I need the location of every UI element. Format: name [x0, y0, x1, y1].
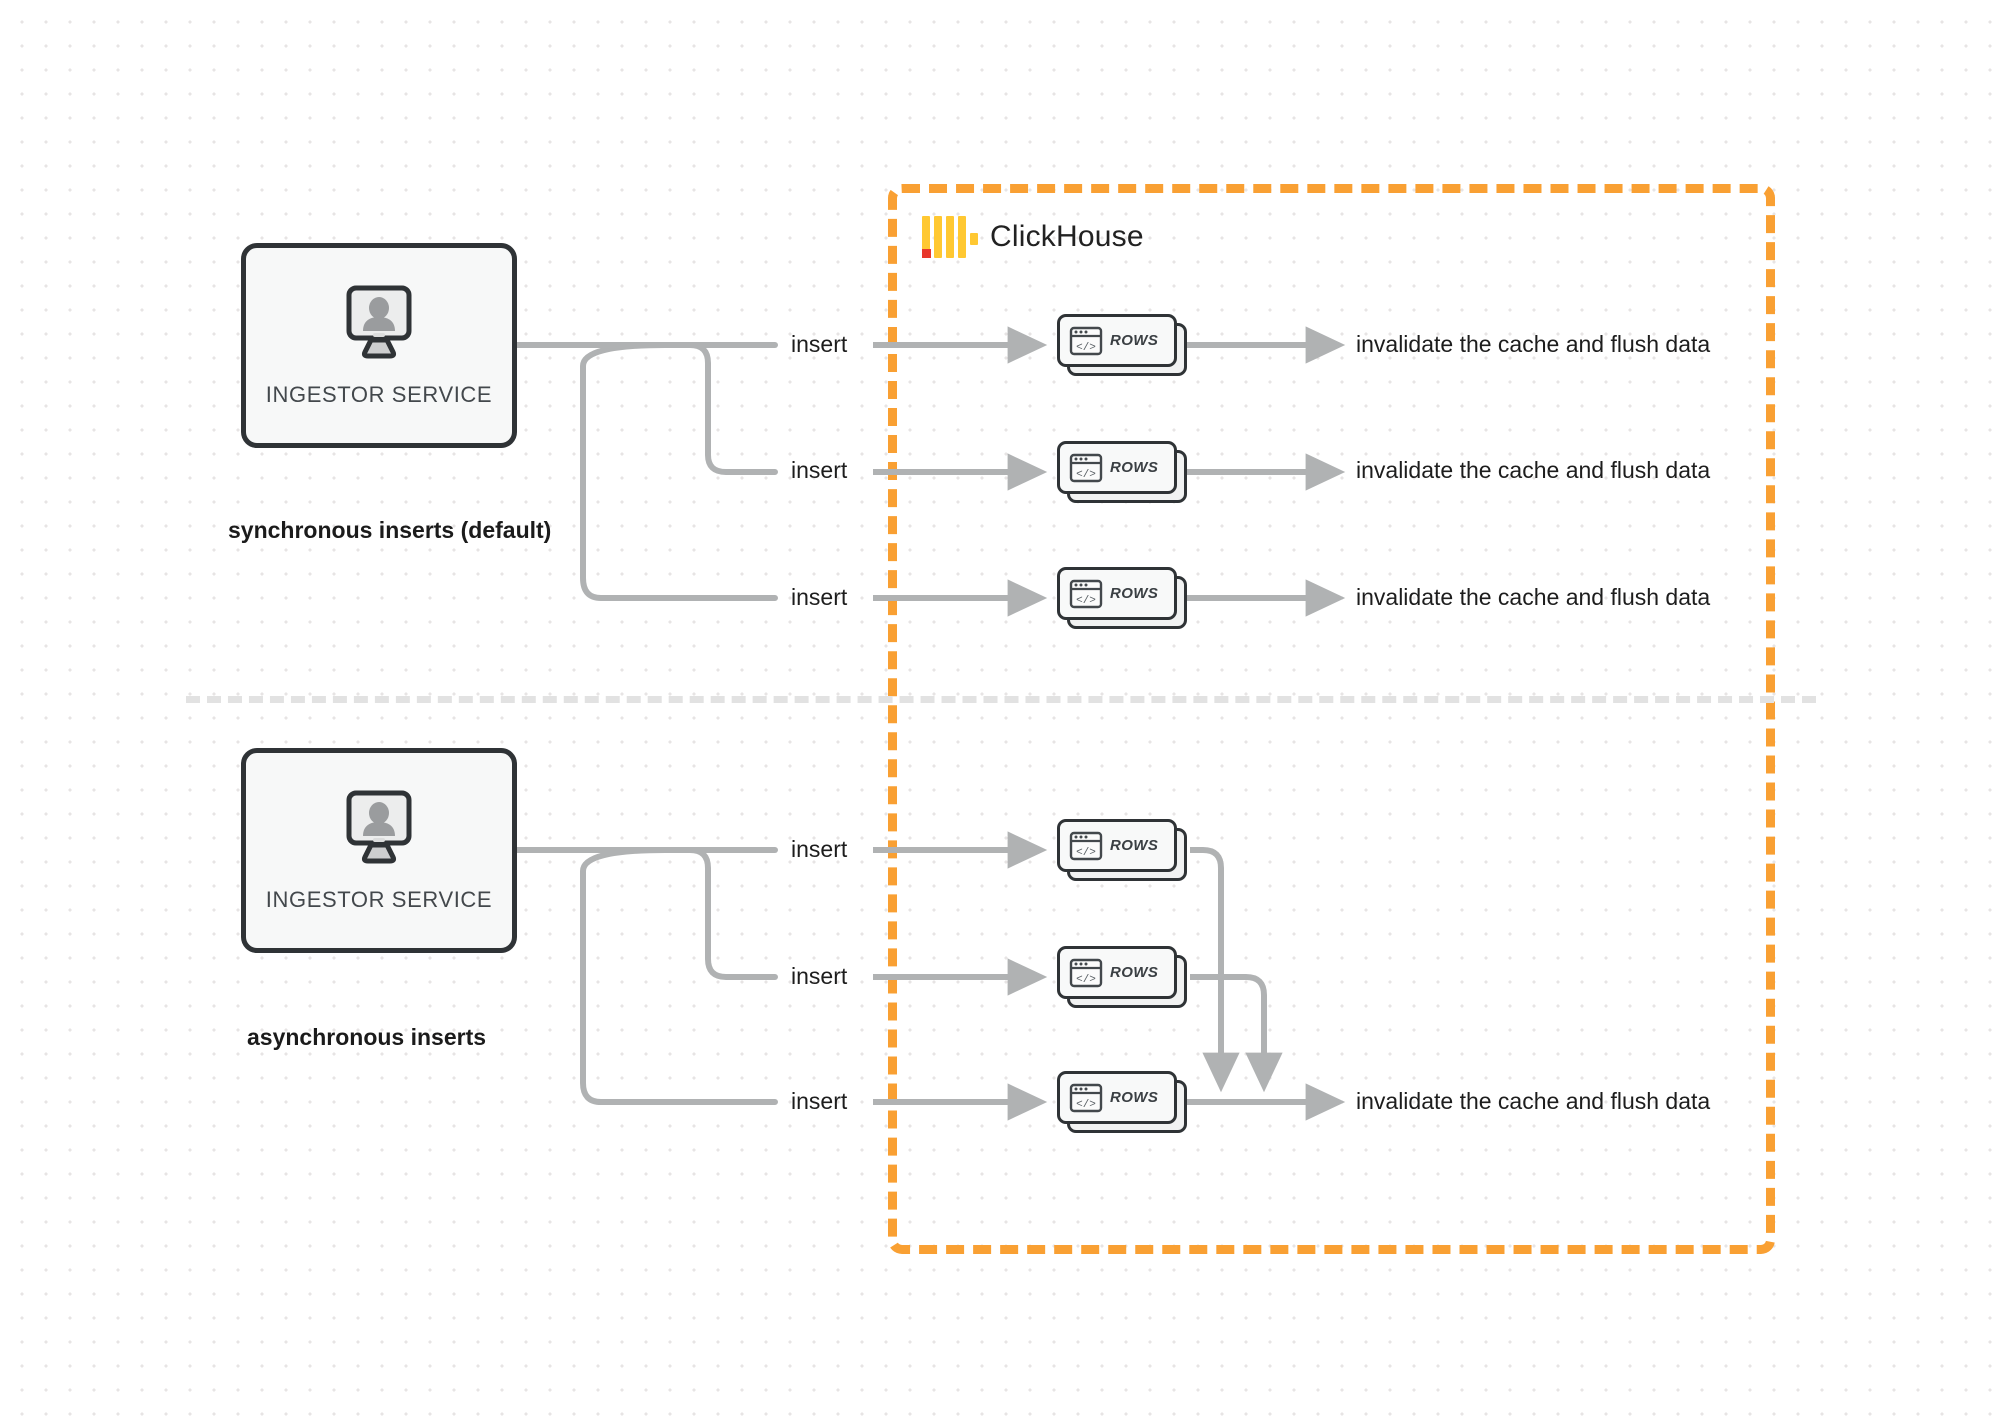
rows-node-label: ROWS: [1110, 332, 1159, 349]
svg-text:</>: </>: [1076, 469, 1096, 481]
ingestor-service-sync[interactable]: INGESTOR SERVICE: [241, 243, 517, 448]
monitor-user-icon: [327, 789, 431, 881]
svg-text:</>: </>: [1076, 342, 1096, 354]
code-window-icon: </>: [1069, 579, 1103, 608]
monitor-user-icon: [327, 284, 431, 376]
rows-node-label: ROWS: [1110, 459, 1159, 476]
rows-node-sync-2[interactable]: </> ROWS: [1057, 441, 1187, 503]
svg-text:</>: </>: [1076, 847, 1096, 859]
rows-node-async-1[interactable]: </> ROWS: [1057, 819, 1187, 881]
insert-label-sync-2: insert: [791, 457, 848, 483]
rows-node-async-2[interactable]: </> ROWS: [1057, 946, 1187, 1008]
rows-node-label: ROWS: [1110, 964, 1159, 981]
rows-node-label: ROWS: [1110, 837, 1159, 854]
caption-synchronous: synchronous inserts (default): [228, 517, 552, 543]
insert-label-async-3: insert: [791, 1088, 848, 1114]
svg-text:</>: </>: [1076, 974, 1096, 986]
result-label-async: invalidate the cache and flush data: [1356, 1088, 1711, 1114]
clickhouse-boundary: [888, 184, 1775, 1254]
code-window-icon: </>: [1069, 453, 1103, 482]
ingestor-service-async[interactable]: INGESTOR SERVICE: [241, 748, 517, 953]
ingestor-service-label: INGESTOR SERVICE: [265, 381, 493, 407]
clickhouse-label: ClickHouse: [990, 220, 1144, 253]
clickhouse-logo-group: ClickHouse: [922, 216, 1144, 258]
rows-node-async-3[interactable]: </> ROWS: [1057, 1071, 1187, 1133]
code-window-icon: </>: [1069, 1083, 1103, 1112]
svg-text:</>: </>: [1076, 595, 1096, 607]
insert-label-sync-3: insert: [791, 584, 848, 610]
caption-asynchronous: asynchronous inserts: [247, 1024, 487, 1050]
rows-node-sync-3[interactable]: </> ROWS: [1057, 567, 1187, 629]
rows-node-label: ROWS: [1110, 585, 1159, 602]
rows-node-label: ROWS: [1110, 1089, 1159, 1106]
code-window-icon: </>: [1069, 958, 1103, 987]
code-window-icon: </>: [1069, 831, 1103, 860]
result-label-sync-2: invalidate the cache and flush data: [1356, 457, 1711, 483]
svg-text:</>: </>: [1076, 1099, 1096, 1111]
section-divider: [186, 696, 1816, 703]
insert-label-async-1: insert: [791, 836, 848, 862]
ingestor-service-label: INGESTOR SERVICE: [265, 886, 493, 912]
insert-label-sync-1: insert: [791, 331, 848, 357]
code-window-icon: </>: [1069, 326, 1103, 355]
rows-node-sync-1[interactable]: </> ROWS: [1057, 314, 1187, 376]
result-label-sync-1: invalidate the cache and flush data: [1356, 331, 1711, 357]
clickhouse-logo-icon: [922, 216, 978, 258]
result-label-sync-3: invalidate the cache and flush data: [1356, 584, 1711, 610]
insert-label-async-2: insert: [791, 963, 848, 989]
